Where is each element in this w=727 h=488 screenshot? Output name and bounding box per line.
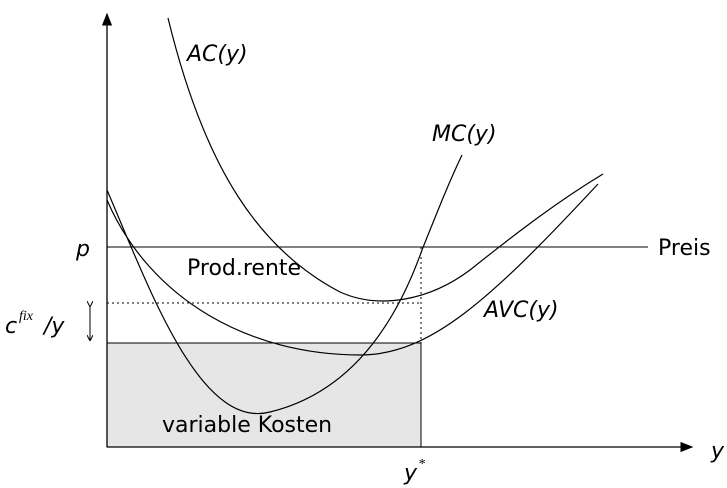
- mc-curve: [106, 154, 463, 415]
- fixed-cost-fix-label: fix: [19, 309, 34, 324]
- producer-surplus-label: Prod.rente: [187, 256, 301, 281]
- fixed-cost-per-y-label: /y: [42, 314, 65, 339]
- variable-cost-area: [106, 342, 422, 448]
- y-star-superscript: *: [418, 457, 425, 472]
- y-star-label: y: [403, 461, 418, 486]
- x-axis-label: y: [710, 439, 725, 464]
- fixed-cost-c-label: c: [5, 314, 17, 339]
- ac-curve: [167, 17, 604, 302]
- avc-curve: [106, 183, 599, 356]
- avc-label: AVC(y): [482, 298, 559, 323]
- ac-label: AC(y): [185, 42, 248, 67]
- variable-cost-label: variable Kosten: [162, 413, 332, 438]
- preis-label: Preis: [658, 236, 711, 261]
- mc-label: MC(y): [432, 122, 497, 147]
- price-symbol-label: p: [75, 237, 90, 262]
